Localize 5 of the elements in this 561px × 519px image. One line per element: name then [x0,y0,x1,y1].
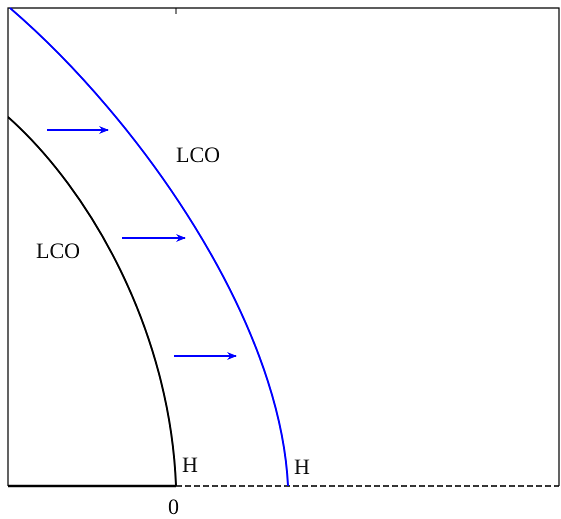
point-label: H [294,456,310,478]
curve-label: LCO [176,144,220,166]
axis-tick-label: 0 [168,496,179,518]
point-label: H [182,454,198,476]
curve-label: LCO [36,240,80,262]
